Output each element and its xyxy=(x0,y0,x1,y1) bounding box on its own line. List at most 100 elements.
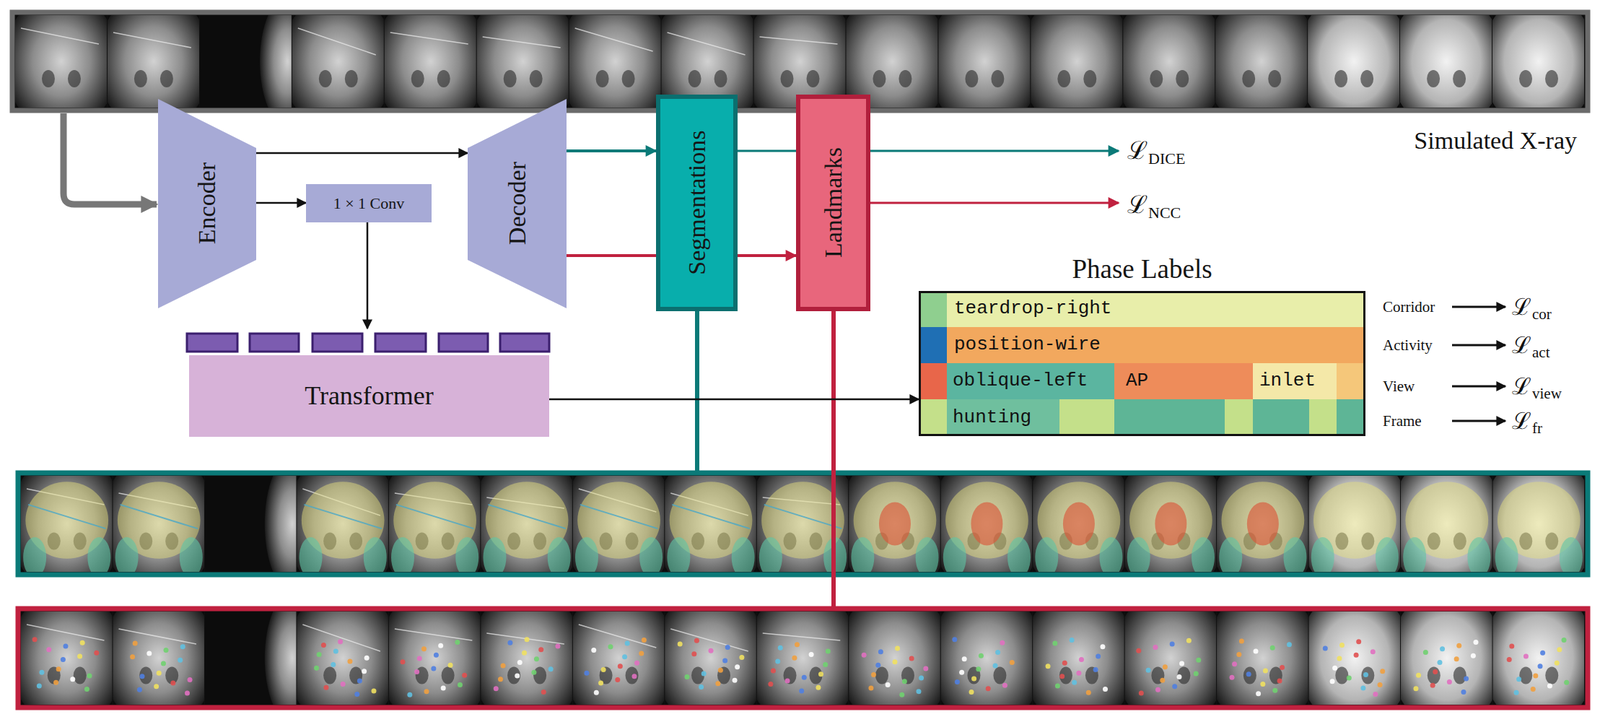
landmark-dot xyxy=(86,673,92,679)
task-name: Corridor xyxy=(1382,298,1435,316)
trapezoid-fill xyxy=(467,98,567,309)
xray-anatomy xyxy=(378,588,493,722)
landmark-dot xyxy=(868,685,874,691)
landmark-dot xyxy=(718,667,724,673)
landmark-dot xyxy=(1561,637,1567,643)
xray-foramen xyxy=(1085,666,1099,685)
landmark-dot xyxy=(694,637,700,644)
phase-cell xyxy=(918,326,947,364)
landmark-dot xyxy=(1363,671,1369,677)
xray-foramen xyxy=(1545,70,1559,88)
landmark-dot xyxy=(999,640,1005,646)
xray-foramen xyxy=(1242,70,1256,88)
xray-foramen xyxy=(780,70,794,88)
segmentation-overlay xyxy=(639,536,663,578)
loss-subscript: cor xyxy=(1532,305,1552,323)
xray-foramen xyxy=(1057,70,1071,88)
landmark-dot xyxy=(1253,648,1259,654)
landmark-dot xyxy=(316,651,322,657)
xray-foramen xyxy=(503,70,517,88)
segmentation-overlay xyxy=(1063,502,1095,546)
task-arrow xyxy=(1452,344,1506,347)
segmentation-overlay xyxy=(1375,536,1399,578)
phase-label: inlet xyxy=(1259,370,1316,392)
xray-foramen xyxy=(901,666,915,685)
loss-symbol: ℒ xyxy=(1127,136,1148,165)
xray-foramen xyxy=(1335,666,1349,685)
node-label: Transformer xyxy=(304,381,434,411)
landmark-dot xyxy=(84,686,90,692)
landmark-dot xyxy=(871,671,877,677)
landmark-dot xyxy=(146,650,152,657)
landmark-dot xyxy=(1470,653,1476,659)
xray-anatomy xyxy=(1297,588,1412,722)
landmark-dot xyxy=(978,653,984,659)
landmark-dot xyxy=(132,640,138,646)
landmark-dot xyxy=(333,648,339,654)
segmentation-overlay xyxy=(970,502,1003,546)
node-label: Landmarks xyxy=(819,147,848,259)
landmark-dot xyxy=(818,671,824,677)
loss-symbol: ℒ xyxy=(1127,190,1148,219)
landmark-dot xyxy=(1509,643,1515,649)
landmark-dot xyxy=(583,670,589,676)
landmark-dot xyxy=(923,665,929,671)
xray-foramen xyxy=(139,666,153,685)
landmark-dot xyxy=(1356,638,1362,644)
segmentation-overlay xyxy=(1191,536,1215,578)
segmentation-overlay xyxy=(455,536,479,578)
landmark-dot xyxy=(321,642,327,648)
landmark-dot xyxy=(514,673,520,679)
landmark-dot xyxy=(918,675,924,681)
xray-anatomy xyxy=(469,588,584,722)
xray-frame xyxy=(1205,588,1320,722)
k-wire xyxy=(482,36,561,48)
phase-cell xyxy=(918,363,947,400)
task-name: Frame xyxy=(1382,412,1422,430)
xray-foramen xyxy=(318,70,332,88)
landmark-dot xyxy=(801,674,807,680)
landmark-dot xyxy=(701,670,707,676)
landmark-dot xyxy=(677,640,683,646)
landmark-dot xyxy=(892,658,898,664)
landmark-dot xyxy=(521,650,527,656)
landmark-dot xyxy=(641,637,647,643)
landmark-dot xyxy=(1339,642,1345,648)
landmark-dot xyxy=(1076,670,1082,676)
landmark-dot xyxy=(1330,678,1336,684)
landmark-dot xyxy=(902,678,908,684)
xray-foramen xyxy=(625,666,639,685)
k-wire xyxy=(113,32,192,48)
landmark-dot xyxy=(534,656,540,662)
xray-foramen xyxy=(134,70,148,88)
landmark-dot xyxy=(313,665,319,671)
landmark-dot xyxy=(1236,651,1242,657)
xray-anatomy xyxy=(1389,0,1505,131)
token xyxy=(249,333,299,352)
xray-frame xyxy=(469,588,584,722)
xray-anatomy xyxy=(1204,0,1320,131)
k-wire xyxy=(762,632,841,641)
xray-frame xyxy=(1112,0,1227,131)
xray-frame xyxy=(653,451,768,597)
landmark-dot xyxy=(60,656,66,662)
xray-foramen xyxy=(596,70,610,88)
landmark-dot xyxy=(1186,637,1192,644)
k-wire xyxy=(394,628,472,641)
landmark-dot xyxy=(708,648,714,654)
k-wire xyxy=(670,628,748,651)
corridor-overlay xyxy=(764,504,842,529)
landmark-dot xyxy=(734,663,740,670)
landmark-dot xyxy=(1179,660,1185,666)
token xyxy=(375,333,426,352)
xray-anatomy xyxy=(285,451,400,597)
loss-subscript: fr xyxy=(1532,419,1543,437)
landmark-dot xyxy=(340,681,346,687)
k-wire xyxy=(390,32,469,45)
node-label: Segmentations xyxy=(682,130,711,275)
landmark-dot xyxy=(798,687,804,693)
landmark-dot xyxy=(1514,689,1520,695)
xray-frame xyxy=(378,588,493,722)
landmark-dot xyxy=(56,666,62,672)
landmark-dot xyxy=(1346,675,1352,681)
